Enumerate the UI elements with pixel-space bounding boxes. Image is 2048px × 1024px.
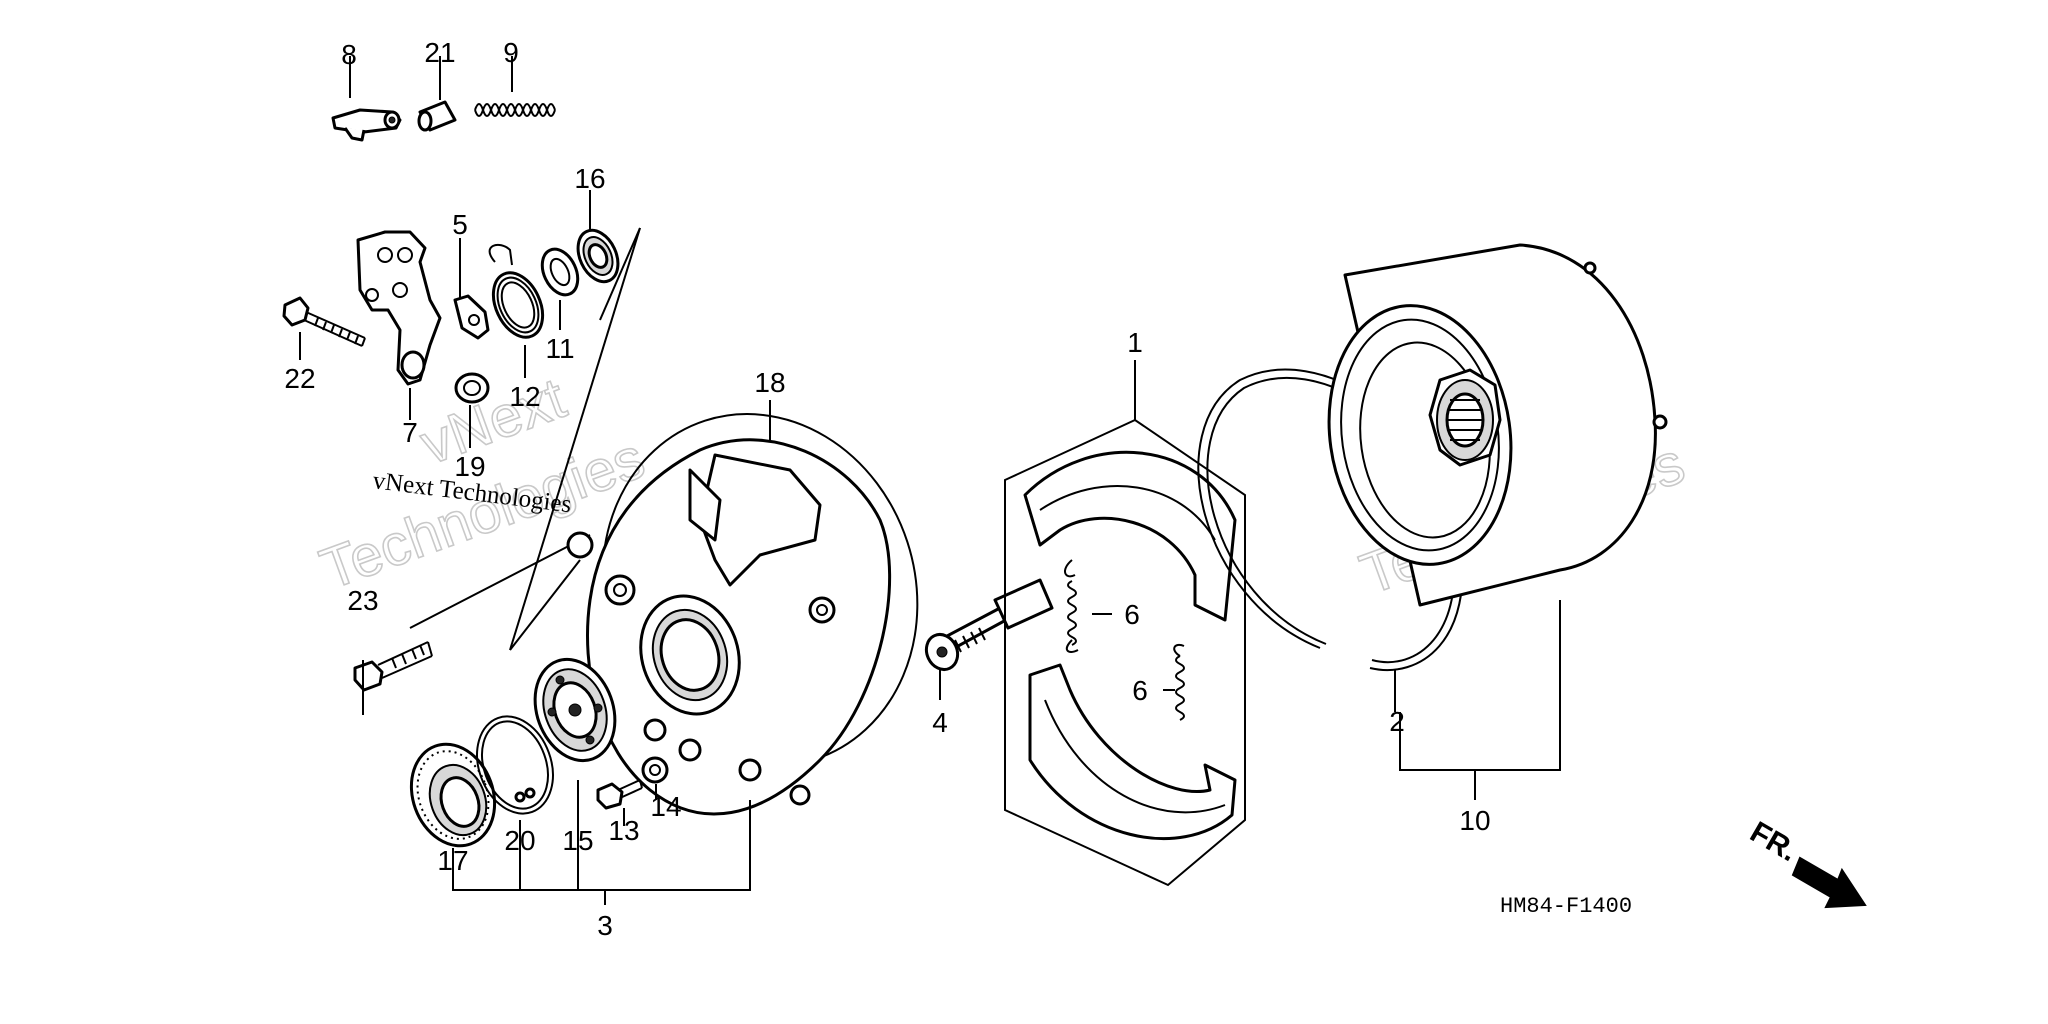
part-15-bearing <box>533 657 617 763</box>
label-9: 9 <box>503 37 519 68</box>
label-7: 7 <box>402 417 418 448</box>
part-17-oil-seal <box>409 742 497 848</box>
label-18: 18 <box>754 367 785 398</box>
part-21-collar <box>417 100 457 132</box>
part-7-brake-arm <box>356 230 442 386</box>
label-5: 5 <box>452 209 468 240</box>
part-11-washer <box>540 247 580 297</box>
label-11: 11 <box>545 333 574 364</box>
brake-shoe-lower <box>1028 663 1237 841</box>
part-22-bolt <box>282 296 366 347</box>
diagram-code: HM84-F1400 <box>1500 894 1632 919</box>
label-20: 20 <box>504 825 535 856</box>
label-22: 22 <box>284 363 315 394</box>
part-9-spring <box>474 103 556 117</box>
label-12: 12 <box>509 381 540 412</box>
label-6-lower: 6 <box>1132 675 1148 706</box>
part-20-circlip <box>476 715 554 815</box>
part-5-indicator-plate <box>453 294 490 340</box>
label-23: 23 <box>347 585 378 616</box>
brake-panel <box>566 438 892 816</box>
label-8: 8 <box>341 39 357 70</box>
part-8-camshaft-stub <box>331 108 402 142</box>
part-4-cam <box>924 578 1054 672</box>
front-arrow-icon <box>1791 856 1867 909</box>
brake-shoe-upper <box>1023 450 1237 622</box>
part-23-bolt <box>353 641 433 692</box>
reference-lines <box>409 227 641 651</box>
front-direction-indicator: FR. <box>1745 815 1867 909</box>
label-21: 21 <box>424 37 455 68</box>
front-label: FR. <box>1745 815 1803 868</box>
part-16-oil-seal <box>576 228 620 284</box>
part-13-bolt <box>596 779 643 810</box>
label-10: 10 <box>1459 805 1490 836</box>
part-12-return-spring <box>488 243 545 339</box>
part-6-spring-lower <box>1173 644 1185 721</box>
part-6-spring-upper <box>1064 559 1079 653</box>
label-2: 2 <box>1389 706 1405 737</box>
label-6-upper: 6 <box>1124 599 1140 630</box>
label-14: 14 <box>650 791 681 822</box>
leader-lines <box>299 56 1561 905</box>
label-3: 3 <box>597 910 613 941</box>
label-4: 4 <box>932 707 948 738</box>
label-17: 17 <box>437 845 468 876</box>
label-1: 1 <box>1127 327 1143 358</box>
label-15: 15 <box>562 825 593 856</box>
part-14-washer <box>641 756 669 784</box>
part-labels: 8 21 9 16 5 22 7 12 11 19 18 1 6 6 4 23 … <box>284 37 1490 941</box>
part-19-collar <box>454 372 490 404</box>
part-10-brake-drum <box>1327 243 1668 607</box>
label-19: 19 <box>454 451 485 482</box>
label-13: 13 <box>608 815 639 846</box>
label-16: 16 <box>574 163 605 194</box>
